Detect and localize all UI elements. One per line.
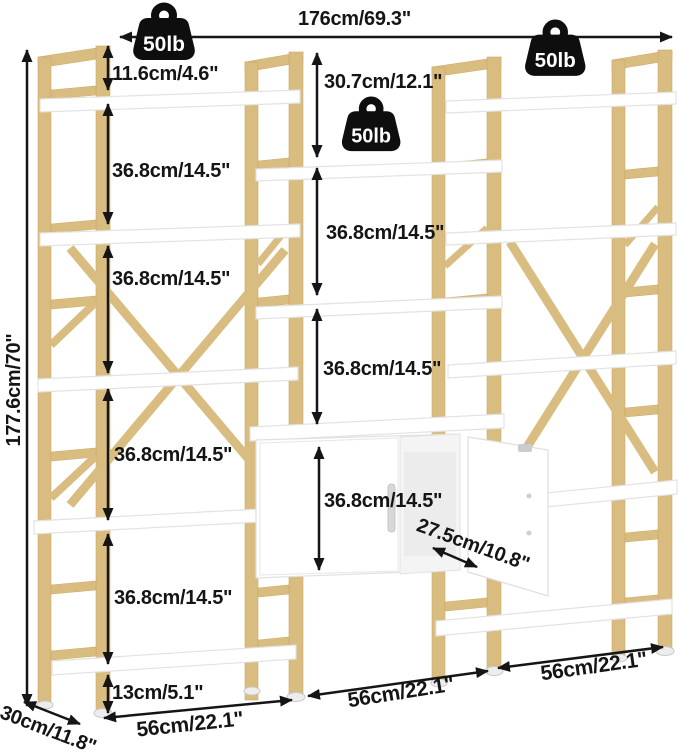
foot xyxy=(93,708,113,718)
frame-rung xyxy=(50,646,97,661)
shelf xyxy=(447,350,677,379)
dim-label-left-1: 36.8cm/14.5" xyxy=(112,160,231,182)
foot xyxy=(243,686,261,696)
dim-label-middle-0: 30.7cm/12.1" xyxy=(324,71,443,93)
frame-rung xyxy=(624,404,659,418)
cabinet-door-handle xyxy=(387,483,396,533)
dim-label-left-4: 36.8cm/14.5" xyxy=(114,587,233,609)
frame-rung xyxy=(50,580,97,595)
frame-rung xyxy=(257,157,290,171)
weight-badge-right: 50lb xyxy=(525,19,586,76)
cabinet-door-hinge xyxy=(518,444,532,452)
weight-badge-middle: 50lb xyxy=(341,96,401,152)
weight-capacity-label: 50lb xyxy=(143,33,185,56)
frame-rung xyxy=(257,294,290,308)
cabinet-door-screw xyxy=(526,493,532,499)
dim-line-cabinet-depth xyxy=(432,546,478,569)
dim-label-left-5: 13cm/5.1" xyxy=(112,682,204,704)
shelf xyxy=(445,91,677,114)
dim-label-left-3: 36.8cm/14.5" xyxy=(114,444,233,466)
cabinet-top-slab xyxy=(249,413,505,442)
dim-line-total-depth xyxy=(23,700,81,726)
dim-label-middle-1: 36.8cm/14.5" xyxy=(326,222,445,244)
frame-post xyxy=(657,49,673,649)
frame-rung xyxy=(444,597,488,612)
shelf xyxy=(37,366,299,393)
cabinet-interior-shade xyxy=(404,452,456,556)
kettlebell-body xyxy=(133,18,195,60)
frame-rung xyxy=(50,219,97,234)
shelf xyxy=(445,222,677,246)
dim-label-left-0: 11.6cm/4.6" xyxy=(112,63,219,85)
cabinet-closed-door xyxy=(259,437,399,576)
shelf xyxy=(51,644,297,676)
dim-label-left-2: 36.8cm/14.5" xyxy=(112,268,231,290)
dimension-lines xyxy=(21,31,673,726)
dim-label-middle-2: 36.8cm/14.5" xyxy=(323,358,442,380)
weight-capacity-label: 50lb xyxy=(351,126,391,148)
frame-rung xyxy=(624,166,659,180)
frame-rung xyxy=(257,584,290,598)
dim-line-bottom-seg xyxy=(497,643,664,672)
frame-rung xyxy=(50,85,97,100)
shelf xyxy=(39,223,301,247)
dim-line-bottom-seg xyxy=(103,695,293,723)
dim-label-middle-3: 36.8cm/14.5" xyxy=(324,490,443,512)
shelf xyxy=(435,598,673,637)
kettlebell-body xyxy=(525,34,586,76)
frame-rung xyxy=(624,529,659,543)
weight-badge-left: 50lb xyxy=(133,2,195,60)
weight-capacity-label: 50lb xyxy=(535,49,576,72)
frame-diagonal xyxy=(48,453,99,501)
dim-line-bottom-seg xyxy=(307,667,489,700)
dim-label-total-width: 176cm/69.3" xyxy=(298,8,411,30)
cabinet-door-screw xyxy=(526,530,532,536)
shelves xyxy=(33,89,678,676)
kettlebell-body xyxy=(341,111,401,152)
frame-diagonal xyxy=(48,299,99,348)
dim-label-total-height: 177.6cm/70" xyxy=(3,333,25,447)
cabinet xyxy=(249,413,549,597)
